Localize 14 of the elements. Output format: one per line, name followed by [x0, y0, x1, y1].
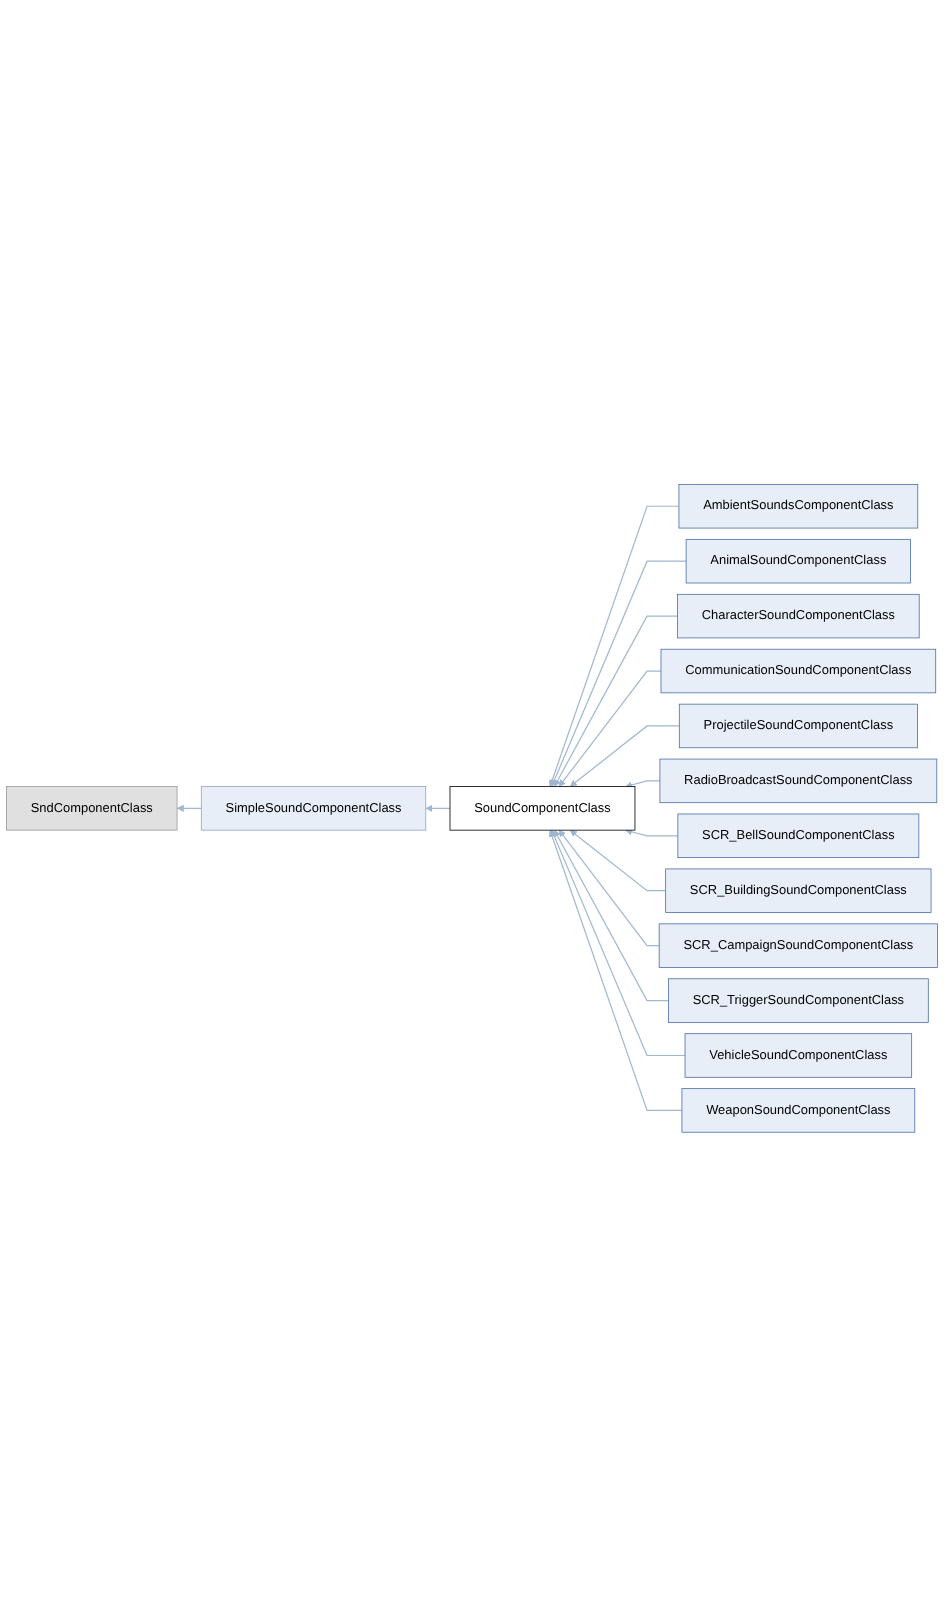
- arrow: [625, 828, 679, 837]
- arrow: [550, 829, 686, 1056]
- arrow: [548, 829, 683, 1111]
- arrow: [554, 829, 669, 1001]
- arrow: [569, 829, 667, 891]
- arrow: [425, 804, 451, 812]
- arrow: [558, 670, 662, 787]
- arrow: [569, 725, 680, 787]
- arrow: [548, 505, 680, 787]
- arrow: [625, 779, 661, 788]
- arrow: [176, 804, 202, 812]
- arrow: [550, 560, 687, 787]
- arrow: [558, 829, 660, 946]
- arrow: [554, 615, 679, 787]
